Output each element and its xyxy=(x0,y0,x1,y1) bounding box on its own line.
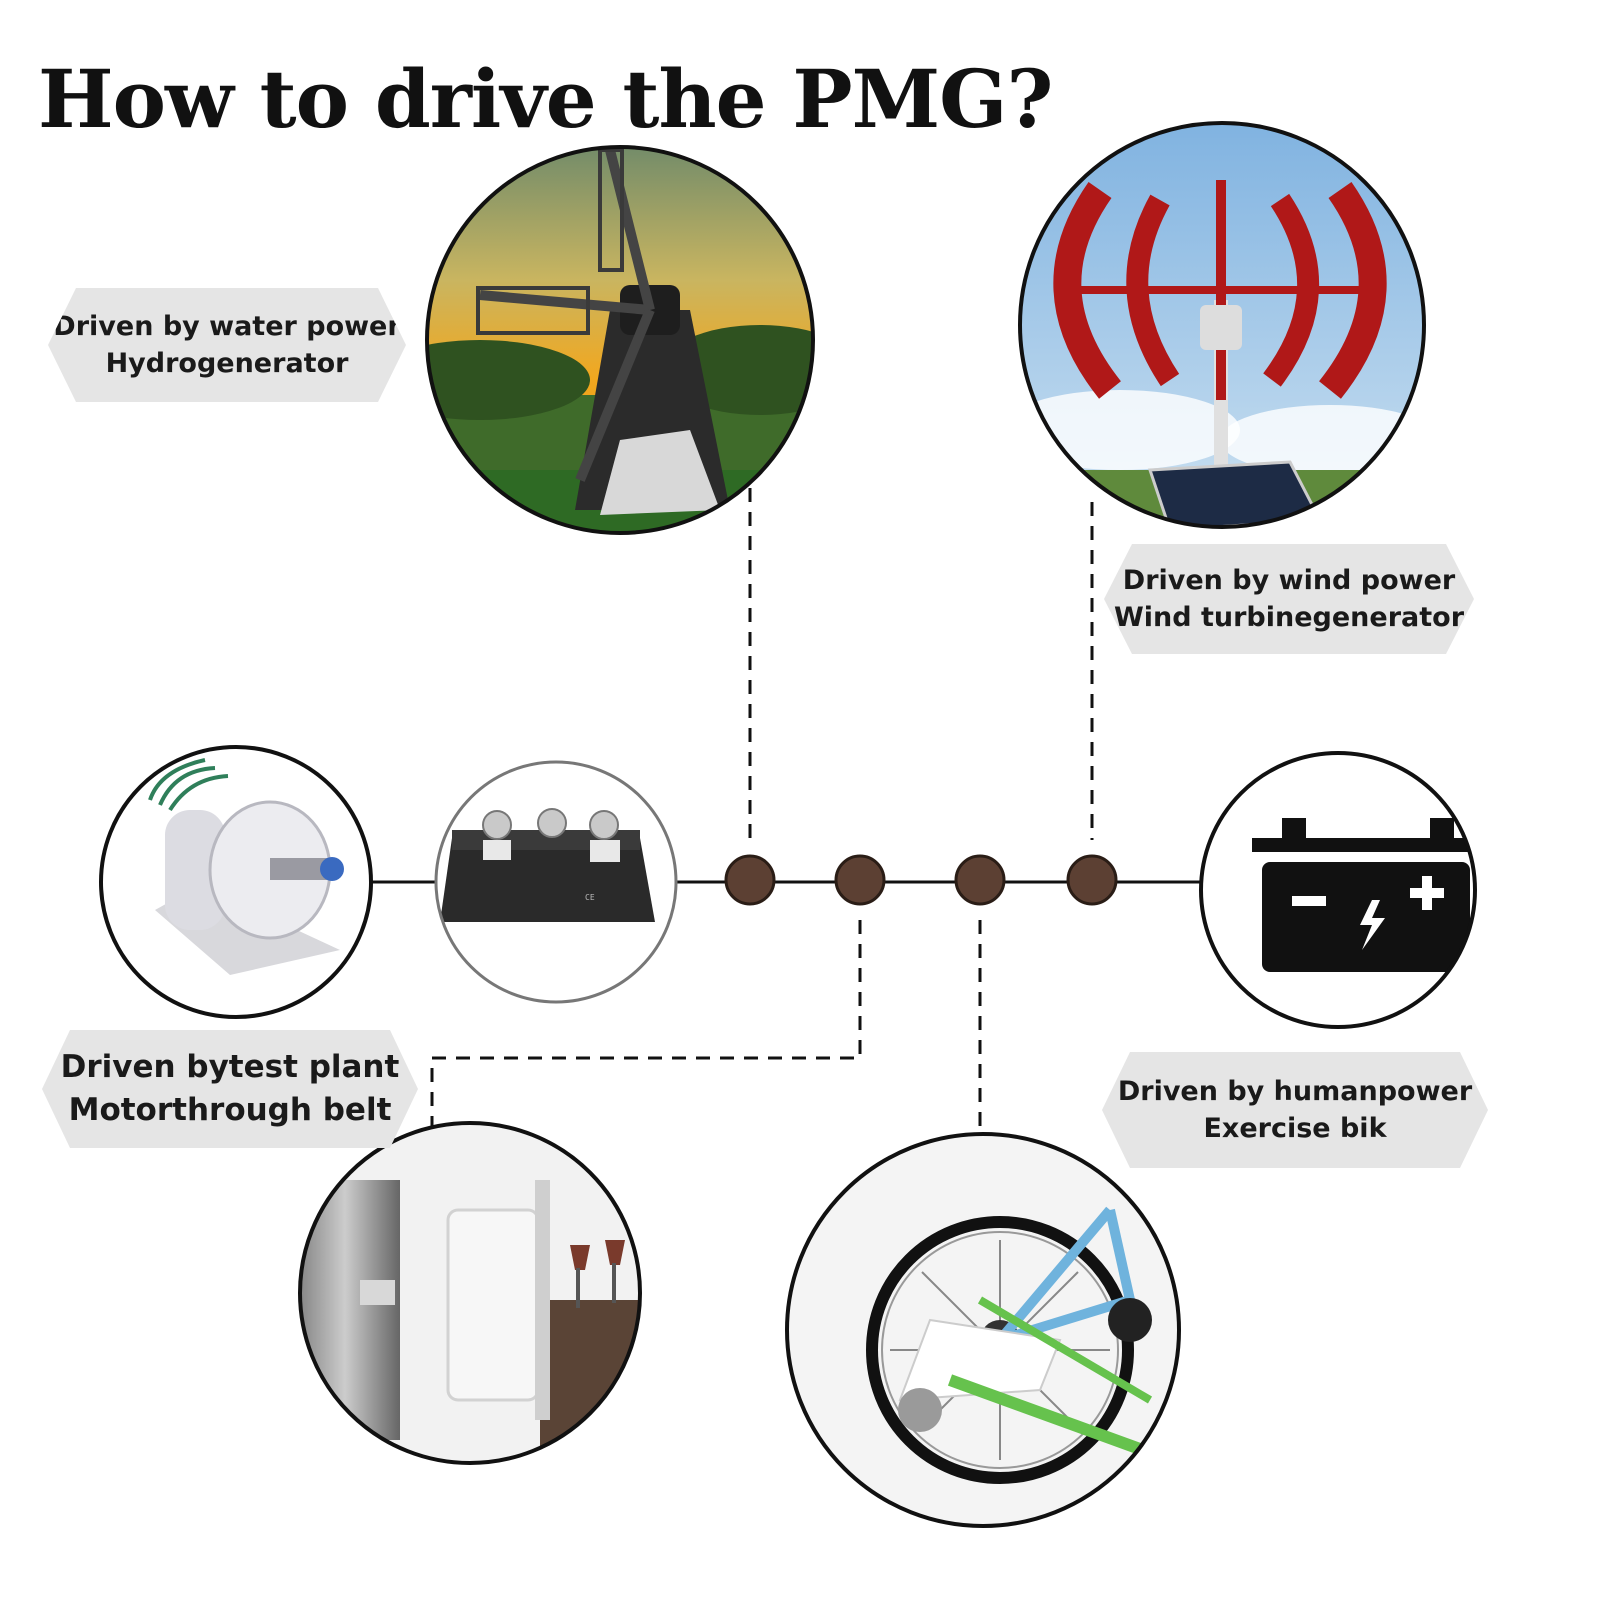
label-human-line1: Driven by humanpower xyxy=(1117,1076,1473,1107)
label-test-plant: Driven bytest plant Motorthrough belt xyxy=(42,1030,418,1148)
test-plant-dashed-line xyxy=(430,920,862,1150)
rectifier-image: CE xyxy=(434,760,678,1004)
generator-image xyxy=(99,745,373,1019)
junction-node xyxy=(834,854,886,906)
label-test-line1: Driven bytest plant xyxy=(60,1049,400,1085)
label-test-line2: Motorthrough belt xyxy=(68,1092,392,1128)
label-water-power: Driven by water power Hydrogenerator xyxy=(48,288,406,402)
junction-node xyxy=(954,854,1006,906)
test-plant-image xyxy=(298,1121,642,1465)
windmill-image xyxy=(425,145,815,535)
wind-turbine-image xyxy=(1018,121,1426,529)
junction-node xyxy=(1066,854,1118,906)
junction-node xyxy=(724,854,776,906)
exercise-bike-image xyxy=(785,1132,1181,1528)
label-wind-line2: Wind turbinegenerator xyxy=(1113,602,1465,633)
label-water-line2: Hydrogenerator xyxy=(105,348,349,379)
page-title: How to drive the PMG? xyxy=(38,52,1053,146)
battery-icon xyxy=(1199,751,1477,1029)
label-wind-power: Driven by wind power Wind turbinegenerat… xyxy=(1104,544,1474,654)
label-wind-line1: Driven by wind power xyxy=(1122,565,1456,596)
rectifier-marking: CE xyxy=(585,893,595,902)
label-human-power: Driven by humanpower Exercise bik xyxy=(1102,1052,1488,1168)
label-water-line1: Driven by water power xyxy=(53,311,401,342)
junction-nodes xyxy=(724,854,1118,906)
label-human-line2: Exercise bik xyxy=(1203,1113,1387,1144)
